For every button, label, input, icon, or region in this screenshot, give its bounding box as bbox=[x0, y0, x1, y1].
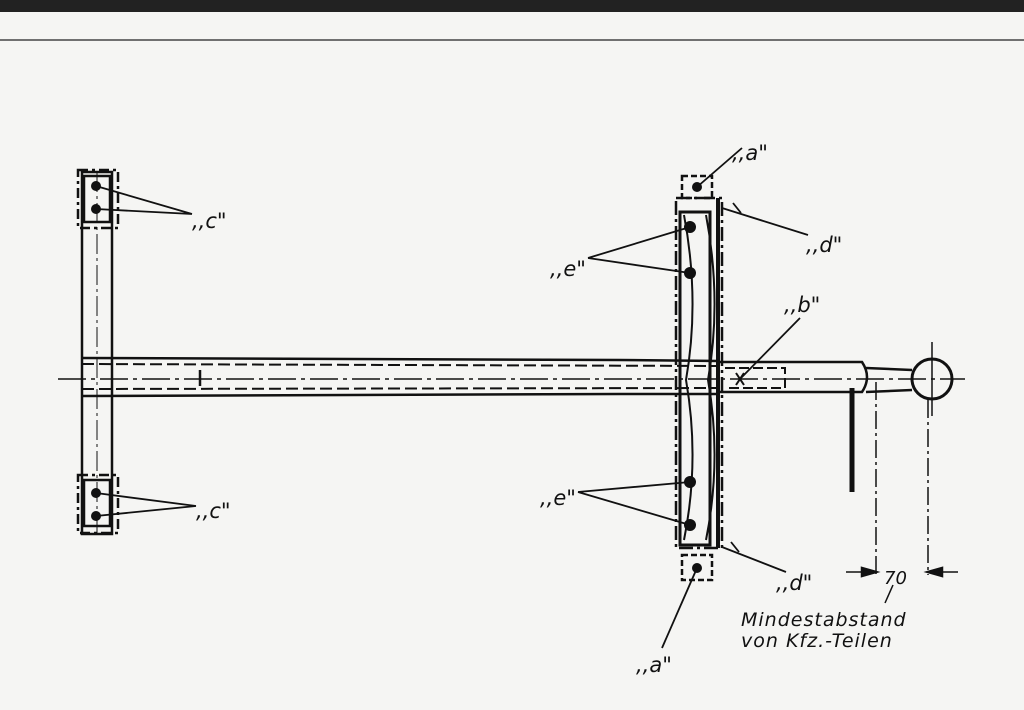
label-e-bottom: ,,e" bbox=[540, 486, 576, 510]
dimension-value: 70 bbox=[884, 568, 907, 589]
dimension-note-line2: von Kfz.-Teilen bbox=[741, 630, 893, 652]
bolts bbox=[91, 181, 702, 573]
front-crossmember bbox=[674, 174, 724, 582]
label-b: ,,b" bbox=[784, 293, 820, 317]
label-a-bottom: ,,a" bbox=[636, 653, 672, 677]
label-a-top: ,,a" bbox=[732, 141, 768, 165]
drawbar bbox=[81, 342, 954, 492]
label-c-bottom: ,,c" bbox=[196, 499, 231, 523]
label-d-top: ,,d" bbox=[806, 233, 842, 257]
rear-crossbar bbox=[76, 168, 120, 536]
label-c-top: ,,c" bbox=[192, 209, 227, 233]
label-e-top: ,,e" bbox=[550, 257, 586, 281]
label-d-bottom: ,,d" bbox=[776, 571, 812, 595]
dimension-note-line1: Mindestabstand bbox=[741, 609, 907, 631]
dimension-70 bbox=[846, 382, 958, 604]
scan-edge bbox=[0, 0, 1024, 12]
leader-lines bbox=[95, 147, 809, 649]
